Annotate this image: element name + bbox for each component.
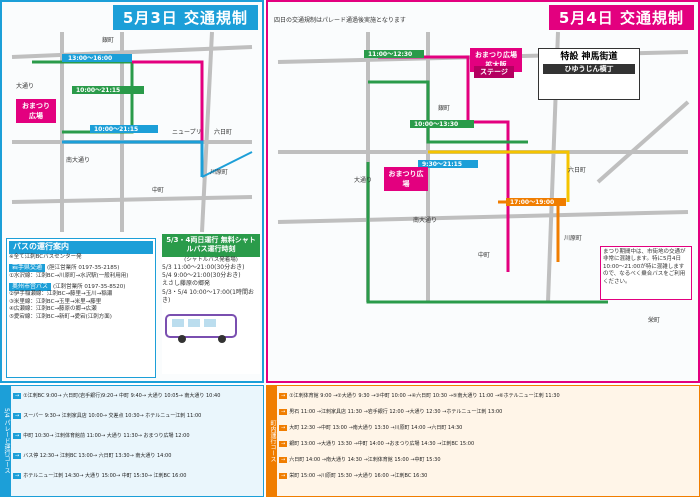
shuttle-sub: (シャトルバス発着場) <box>184 256 238 263</box>
schedule-left-title: 5/4 パレード運行コース <box>1 386 11 496</box>
street-label: 南大通り <box>66 156 90 164</box>
bus-company-1-tel: (胆江営業所 0197-35-2185) <box>46 265 120 272</box>
may3-title: 5月3日 交通規制 <box>112 5 258 30</box>
may4-title: 5月4日 交通規制 <box>548 5 694 30</box>
bus-route: ②伊手稲瀬線：江刺BC→藤里→玉川→稲瀬 <box>9 291 113 298</box>
time-label-2: 10:00〜21:15 <box>76 87 120 94</box>
bus-illustration <box>165 313 237 343</box>
schedule-row: →中町 10:30→ 江刺体育館前 11:00→ 大通り 11:30→ おまつり… <box>13 433 190 439</box>
street-label: 六日町 <box>214 128 232 136</box>
schedule-row: →栄町 15:00 →川原町 15:30 →大通り 16:00 →江刺BC 16… <box>279 473 428 479</box>
bus-route: ③米里線：江刺BC→玉里→米里→藤里 <box>9 298 102 305</box>
time-label-1: 13:00〜16:00 <box>68 55 112 62</box>
bus-route: ⑤愛宕線：江刺BC→新町→愛宕(江刺方面) <box>9 313 112 320</box>
header-note: 四日の交通規制はパレード通過後実施となります <box>274 16 406 24</box>
may3-map-panel: 13:00〜16:00 10:00〜21:15 10:00〜21:15 銀町 大… <box>0 0 264 383</box>
bus-company-2-tel: (江刺営業所 0197-35-8520) <box>52 284 126 291</box>
schedule-row: →男石 11:00 →江刺家具店 11:30 →岩手銀行 12:00 →大通り … <box>279 409 503 415</box>
shuttle-row: 5/3・5/4 10:00〜17:00(1時間おき) <box>162 288 254 304</box>
congestion-notice: まつり期間中は、市街地の交通が非常に混雑します。特に5月4日10:00〜21:0… <box>600 246 692 300</box>
street-label: 六日町 <box>568 166 586 174</box>
shuttle-bus-box: 5/3・4両日運行 無料シャトルバス運行時刻 (シャトルバス発着場) 5/3 1… <box>162 234 260 374</box>
schedule-row: →六日町 14:00 →南大通り 14:30 →江刺体育館 15:00 →中町 … <box>279 457 441 463</box>
festival-plaza-label: おまつり広場 <box>16 99 56 123</box>
street-label: 大通り <box>16 82 34 90</box>
time-label-2: 10:00〜13:30 <box>414 121 458 128</box>
street-label: 川原町 <box>210 169 228 176</box>
schedule-row: →①江刺体育館 9:00 →②大通り 9:30 →③中町 10:00 →④六日町… <box>279 393 560 399</box>
shuttle-row: えさし藤原の郷発 <box>162 280 211 288</box>
bus-company-1: 岩手県交通 <box>9 264 46 273</box>
bus-route: ④広瀬線：江刺BC→藤原の郷→広瀬 <box>9 306 97 313</box>
street-label: 中町 <box>478 251 490 259</box>
street-label: 南大通り <box>413 216 437 224</box>
street-label: 中町 <box>152 186 164 194</box>
street-label: 銀町 <box>102 36 114 44</box>
festival-plaza-label: おまつり広場 <box>384 167 428 191</box>
bus-route: ①水沢線：江刺BC→川原町→水沢駅(一般利用用) <box>9 272 129 279</box>
street-label: 川原町 <box>564 235 582 242</box>
stage-label: ステージ <box>474 66 514 78</box>
schedule-right-title: 町内運行コース <box>267 386 277 496</box>
schedule-section: 5/4 パレード運行コース →①江刺BC 9:00→ 六日町(岩手銀行)9:20… <box>0 385 700 497</box>
schedule-left: 5/4 パレード運行コース →①江刺BC 9:00→ 六日町(岩手銀行)9:20… <box>0 385 264 497</box>
shuttle-row: 5/3 11:00〜21:00(30分おき) <box>162 264 245 272</box>
schedule-right: 町内運行コース →①江刺体育館 9:00 →②大通り 9:30 →③中町 10:… <box>266 385 700 497</box>
shinme-sign: 特設 神馬街道 ひゆうじん横丁 <box>538 48 640 100</box>
sign-title: 特設 神馬街道 <box>560 52 618 62</box>
street-label: 銀町 <box>438 104 450 112</box>
schedule-row: →ホテルニュー江刺 14:30→ 大通り 15:00→ 中町 15:30→ 江刺… <box>13 473 187 479</box>
schedule-row: →スーパー 9:30→ 江刺家具店 10:00→ 交差点 10:30→ ホテルニ… <box>13 413 202 419</box>
street-label: 栄町 <box>648 316 660 324</box>
bus-company-2: 奥州市営バス <box>9 283 52 292</box>
street-label: ニュープリ <box>172 129 202 136</box>
time-label-3: 10:00〜21:15 <box>94 126 138 133</box>
time-label-3: 9:30〜21:15 <box>422 161 462 168</box>
bus-info-header: バスの運行案内 <box>9 241 153 254</box>
bus-info-box: バスの運行案内 ※全て江刺BCバスセンター発 岩手県交通 (胆江営業所 0197… <box>6 238 156 378</box>
street-label: 大通り <box>354 176 372 184</box>
schedule-row: →大町 12:30 →中町 13:00 →南大通り 13:30 →川原町 14:… <box>279 425 463 431</box>
schedule-row: →銀町 13:00 →大通り 13:30 →中町 14:00 →おまつり広場 1… <box>279 441 475 447</box>
sign-sub: ひゆうじん横丁 <box>543 64 635 74</box>
time-label-4: 17:00〜19:00 <box>510 199 554 206</box>
schedule-row: →バス停 12:30→ 江刺BC 13:00→ 六日町 13:30→ 南大通り … <box>13 453 172 459</box>
shuttle-row: 5/4 9:00〜21:00(30分おき) <box>162 272 241 280</box>
bus-info-sub: ※全て江刺BCバスセンター発 <box>9 253 82 260</box>
time-label-1: 11:00〜12:30 <box>368 51 412 58</box>
schedule-row: →①江刺BC 9:00→ 六日町(岩手銀行)9:20→ 中町 9:40→ 大通り… <box>13 393 221 399</box>
shuttle-header: 5/3・4両日運行 無料シャトルバス運行時刻 <box>162 234 260 257</box>
